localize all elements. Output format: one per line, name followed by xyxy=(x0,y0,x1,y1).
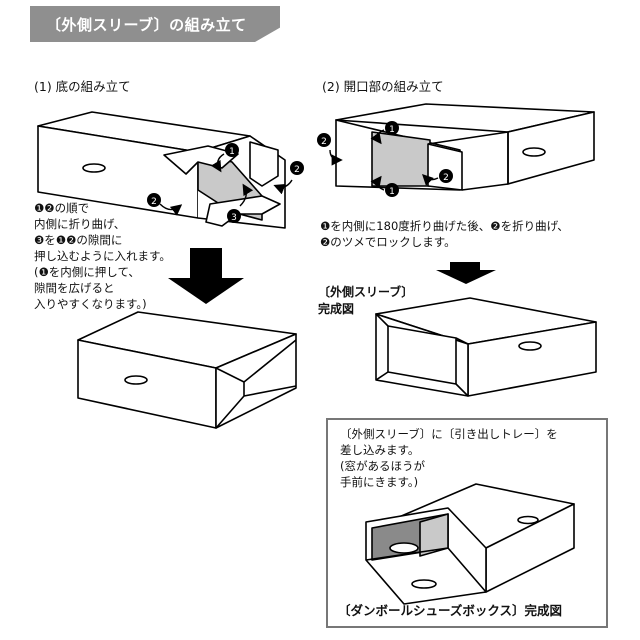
page-title: 〔外側スリーブ〕の組み立て xyxy=(46,16,247,34)
step1-box-diagram xyxy=(37,111,286,229)
completed-sleeve-label: 〔外側スリーブ〕 完成図 xyxy=(318,285,414,316)
completed-sleeve-diagram xyxy=(375,297,597,397)
marker-1b-icon: 1 xyxy=(389,187,395,197)
handle-hole-icon xyxy=(411,579,437,589)
down-arrow-icon xyxy=(168,248,244,304)
step1-instructions: ❶❷の順で 内側に折り曲げ、 ❸を❶❷の隙間に 押し込むように入れます。 (❶を… xyxy=(34,201,171,311)
step2-heading: (2) 開口部の組み立て xyxy=(322,79,444,94)
step1-heading: (1) 底の組み立て xyxy=(34,79,131,94)
step2-markers: 1 2 2 1 xyxy=(317,121,453,197)
marker-3-icon: 3 xyxy=(231,213,237,223)
handle-hole-icon xyxy=(518,341,542,351)
handle-hole-icon xyxy=(124,375,148,385)
marker-1-icon: 1 xyxy=(389,125,395,135)
handle-hole-icon xyxy=(517,515,539,525)
marker-2-icon: 2 xyxy=(294,165,300,175)
final-title: 〔ダンボールシューズボックス〕完成図 xyxy=(338,603,563,618)
marker-2-icon: 2 xyxy=(321,137,327,147)
insert-note: 〔外側スリーブ〕に〔引き出しトレー〕を 差し込みます。 (窓があるほうが 手前に… xyxy=(340,427,558,489)
window-hole-icon xyxy=(389,542,419,554)
step1-markers: 1 2 2 3 xyxy=(147,143,304,223)
step2-instructions: ❶を内側に180度折り曲げた後、❷を折り曲げ、 ❷のツメでロックします。 xyxy=(320,219,569,249)
marker-2b-icon: 2 xyxy=(443,173,449,183)
marker-2b-icon: 2 xyxy=(151,197,157,207)
final-box-diagram xyxy=(365,483,575,605)
marker-1-icon: 1 xyxy=(229,147,235,157)
step2-sleeve-diagram xyxy=(335,103,595,191)
handle-hole-icon xyxy=(82,163,106,173)
down-arrow-icon xyxy=(436,262,496,284)
handle-hole-icon xyxy=(522,147,546,157)
title-banner: 〔外側スリーブ〕の組み立て xyxy=(30,6,280,42)
step1-result-box xyxy=(77,311,297,429)
